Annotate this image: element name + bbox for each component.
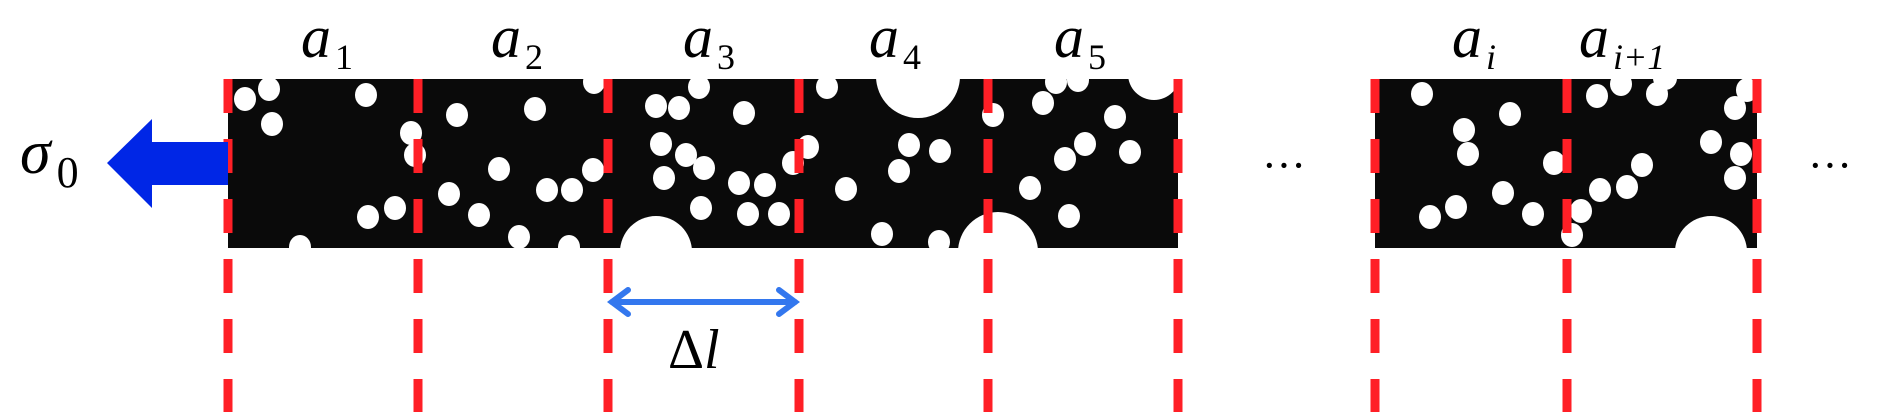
particle xyxy=(558,235,580,248)
large-particle xyxy=(876,79,960,118)
particle xyxy=(1610,79,1632,96)
particle xyxy=(438,182,460,206)
particle xyxy=(728,171,750,195)
large-particle xyxy=(1128,79,1178,100)
delta-l-label: Δl xyxy=(668,319,720,381)
particle xyxy=(1019,176,1041,200)
particle xyxy=(1058,204,1080,228)
particle xyxy=(583,79,605,94)
particle xyxy=(1724,96,1746,120)
particle xyxy=(675,143,697,167)
particle xyxy=(1589,178,1611,202)
particle xyxy=(754,173,776,197)
particle xyxy=(688,79,710,99)
particle xyxy=(1453,118,1475,142)
particle xyxy=(1045,79,1067,94)
particle xyxy=(234,87,256,111)
particle xyxy=(871,222,893,246)
particle xyxy=(1067,79,1089,92)
particle xyxy=(929,139,951,163)
particle xyxy=(1543,151,1565,175)
particles-tail xyxy=(1411,79,1757,248)
particle xyxy=(645,94,667,118)
large-particle xyxy=(1675,216,1747,248)
particle xyxy=(357,205,379,229)
particle xyxy=(488,157,510,181)
stress-arrow-icon xyxy=(107,119,228,208)
particle xyxy=(289,235,311,248)
particle xyxy=(733,101,755,125)
ellipsis-end: ··· xyxy=(1808,141,1852,190)
particle xyxy=(1457,142,1479,166)
particle xyxy=(1074,132,1096,156)
particle xyxy=(1419,205,1441,229)
particle xyxy=(508,225,530,248)
particle xyxy=(1736,79,1757,102)
particle xyxy=(816,79,838,99)
particle xyxy=(536,178,558,202)
particle xyxy=(693,156,715,180)
particle xyxy=(1700,130,1722,154)
particles-main xyxy=(234,79,1178,248)
large-particle xyxy=(1653,79,1677,90)
particle xyxy=(928,230,950,248)
particle xyxy=(1724,166,1746,190)
large-particle xyxy=(620,216,692,248)
particle xyxy=(258,79,280,101)
particle xyxy=(1631,153,1653,177)
particle xyxy=(1570,199,1592,223)
particle xyxy=(737,202,759,226)
particle xyxy=(1445,195,1467,219)
particle xyxy=(898,133,920,157)
particle xyxy=(1499,102,1521,126)
particle xyxy=(1492,181,1514,205)
particle xyxy=(561,178,583,202)
particle xyxy=(446,103,468,127)
particle xyxy=(835,177,857,201)
particle xyxy=(650,132,672,156)
particle xyxy=(1616,175,1638,199)
particle xyxy=(653,166,675,190)
length-arrow-icon xyxy=(607,287,800,317)
particle xyxy=(1586,84,1608,108)
particle xyxy=(888,159,910,183)
ellipsis-middle: ··· xyxy=(1262,141,1306,190)
particle xyxy=(1104,105,1126,129)
particle xyxy=(1411,82,1433,106)
particle xyxy=(582,158,604,182)
particle xyxy=(768,202,790,226)
particle xyxy=(1054,147,1076,171)
particle xyxy=(355,83,377,107)
particle xyxy=(1522,202,1544,226)
particle xyxy=(1119,140,1141,164)
particle xyxy=(384,196,406,220)
particle xyxy=(690,196,712,220)
particle xyxy=(668,96,690,120)
particle xyxy=(1730,142,1752,166)
particle xyxy=(468,203,490,227)
particle xyxy=(261,112,283,136)
large-particle xyxy=(958,212,1038,248)
particle xyxy=(524,97,546,121)
particle xyxy=(1032,91,1054,115)
